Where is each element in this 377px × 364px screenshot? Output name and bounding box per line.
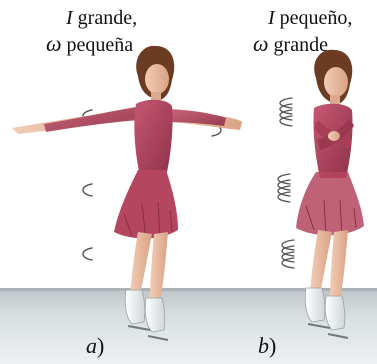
left-blade: [308, 324, 330, 328]
left-boot: [305, 288, 325, 322]
skater-arms-crossed: [278, 50, 364, 338]
panel-letter: b: [258, 333, 269, 358]
right-boot: [145, 298, 165, 332]
panel-label-a: a): [86, 334, 104, 358]
head: [324, 67, 348, 97]
right-blade: [148, 336, 168, 340]
panel-letter: a: [86, 333, 97, 358]
right-leg: [330, 230, 348, 300]
rotation-lines-left: [83, 110, 92, 260]
left-sleeve: [44, 107, 140, 132]
panel-paren: ): [269, 333, 276, 358]
hand: [328, 131, 340, 141]
head: [145, 64, 169, 94]
skirt: [296, 172, 364, 235]
right-boot: [325, 296, 345, 330]
panel-paren: ): [97, 333, 104, 358]
skirt: [114, 170, 178, 239]
left-leg: [130, 232, 152, 296]
left-blade: [128, 326, 150, 330]
rotation-lines-fast: [278, 98, 294, 268]
left-leg: [310, 230, 332, 294]
panel-label-b: b): [258, 334, 276, 358]
right-blade: [328, 334, 348, 338]
skater-arms-extended: [12, 46, 242, 340]
torso: [134, 100, 172, 176]
left-boot: [125, 290, 145, 324]
right-leg: [150, 232, 168, 302]
